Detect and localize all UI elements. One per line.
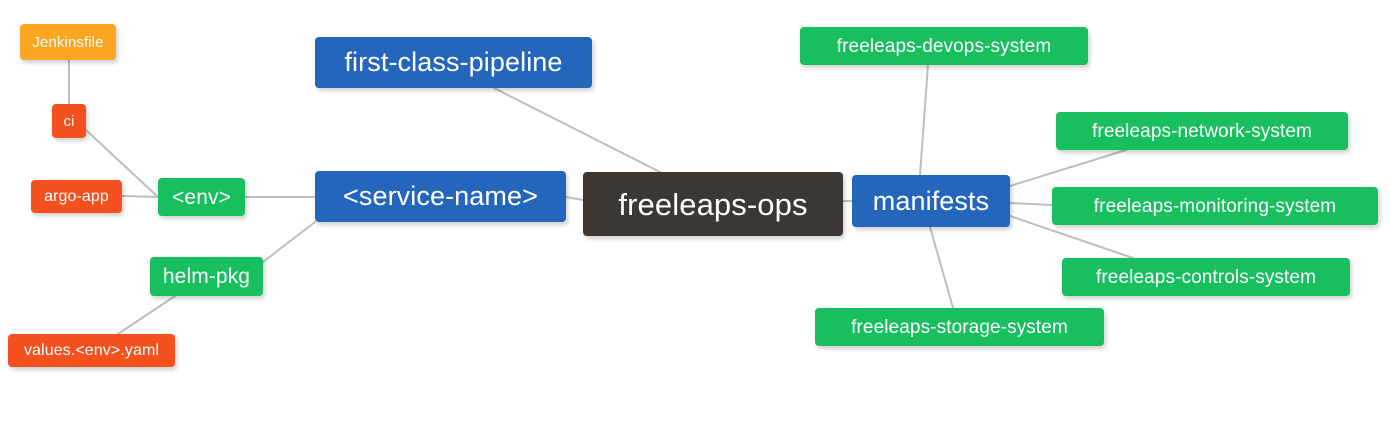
edge-manifests-to-storage [929, 226, 954, 309]
node-values-yaml[interactable]: values.<env>.yaml [8, 334, 175, 367]
node-env[interactable]: <env> [158, 178, 245, 216]
node-storage[interactable]: freeleaps-storage-system [815, 308, 1104, 346]
node-helm-pkg[interactable]: helm-pkg [150, 257, 263, 296]
node-ci[interactable]: ci [52, 104, 86, 138]
node-jenkinsfile[interactable]: Jenkinsfile [20, 24, 116, 60]
edge-manifests-to-monitoring [1009, 202, 1053, 206]
edge-service-name-to-helm-pkg [262, 221, 316, 263]
edge-helm-pkg-to-values-yaml [117, 295, 176, 335]
node-service-name[interactable]: <service-name> [315, 171, 566, 222]
node-monitoring[interactable]: freeleaps-monitoring-system [1052, 187, 1378, 225]
node-argo-app[interactable]: argo-app [31, 180, 122, 213]
edge-manifests-to-controls [1009, 215, 1134, 259]
edge-manifests-to-devops [919, 64, 929, 176]
node-network[interactable]: freeleaps-network-system [1056, 112, 1348, 150]
node-controls[interactable]: freeleaps-controls-system [1062, 258, 1350, 296]
edge-first-class-to-freeleaps-ops [493, 87, 661, 173]
node-manifests[interactable]: manifests [852, 175, 1010, 227]
edge-service-name-to-freeleaps-ops [565, 196, 584, 201]
node-freeleaps-ops[interactable]: freeleaps-ops [583, 172, 843, 236]
edge-argo-app-to-env [121, 195, 159, 198]
edge-ci-to-env [85, 129, 159, 198]
edge-manifests-to-network [1009, 149, 1127, 187]
node-devops[interactable]: freeleaps-devops-system [800, 27, 1088, 65]
node-first-class[interactable]: first-class-pipeline [315, 37, 592, 88]
